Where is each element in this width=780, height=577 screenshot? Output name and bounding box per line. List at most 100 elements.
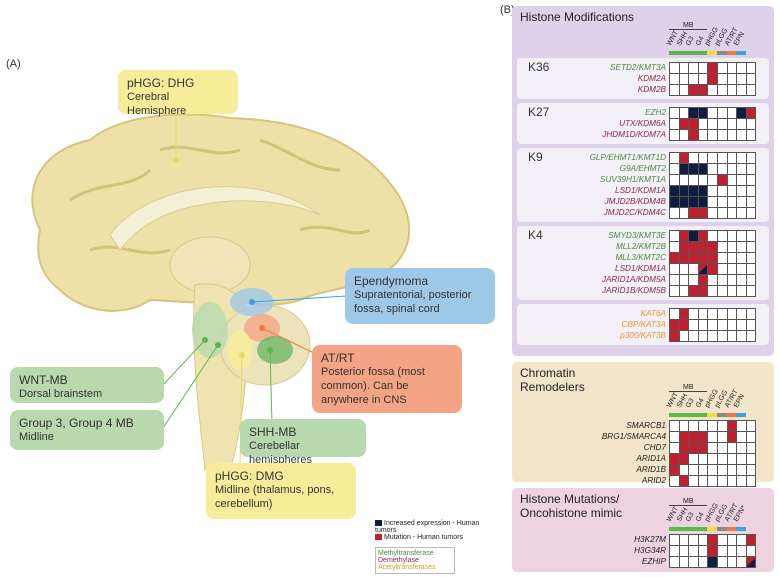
cr-cell-1-1 xyxy=(679,432,690,443)
hm-g2-cell-2-3 xyxy=(698,175,709,186)
hmu-cell-1-0 xyxy=(670,546,680,557)
hmu-cell-1-4 xyxy=(708,546,718,557)
hm-g3-cell-0-2 xyxy=(689,231,699,242)
cr-bar-1 xyxy=(678,413,689,417)
hm-g3-cell-1-2 xyxy=(689,242,699,253)
hm-g3-cell-0-4 xyxy=(708,231,718,242)
cr-cell-4-8 xyxy=(746,465,757,476)
hmu-bar-1 xyxy=(678,527,689,531)
wnt-region xyxy=(192,302,228,358)
hm-g1-cell-1-0 xyxy=(670,119,680,130)
cr-cell-5-8 xyxy=(746,476,757,487)
hm-g3-gene-4: JARID1A/KDM5A xyxy=(601,275,666,284)
brain-illustration xyxy=(31,100,411,471)
hm-bar-7 xyxy=(736,51,746,55)
hm-g1-cell-2-1 xyxy=(679,130,690,141)
hm-g4-cell-0-5 xyxy=(717,309,728,320)
hmu-cell-1-6 xyxy=(727,546,738,557)
hm-g3-cell-4-1 xyxy=(679,275,690,286)
hm-g0-cell-1-8 xyxy=(746,74,757,85)
hm-g4-cell-1-8 xyxy=(746,320,757,331)
cr-cell-3-2 xyxy=(689,454,699,465)
hm-g2-cell-1-5 xyxy=(717,164,728,175)
hm-bar-3 xyxy=(697,51,708,55)
cr-cell-3-6 xyxy=(727,454,738,465)
legend-mutation: Mutation - Human tumors xyxy=(375,534,495,541)
hmu-gene-2: EZHIP xyxy=(641,557,666,566)
cr-bar-0 xyxy=(669,413,679,417)
hm-g4-cell-2-7 xyxy=(737,331,747,342)
hm-g2-cell-0-8 xyxy=(746,153,757,164)
hm-g0-cell-2-7 xyxy=(737,85,747,96)
hm-g3-cell-4-2 xyxy=(689,275,699,286)
cr-bar-5 xyxy=(717,413,727,417)
hm-g3-cell-1-4 xyxy=(708,242,718,253)
hm-g1-cell-1-7 xyxy=(737,119,747,130)
hm-g3-cell-0-8 xyxy=(746,231,757,242)
hm-g4-cell-2-0 xyxy=(670,331,680,342)
hm-g1-cell-1-2 xyxy=(689,119,699,130)
hm-g1-cell-2-5 xyxy=(717,130,728,141)
hm-g3-cell-2-7 xyxy=(737,253,747,264)
hmu-cell-2-2 xyxy=(689,557,699,568)
cr-gene-4: ARID1B xyxy=(636,465,666,474)
hm-g3-cell-4-6 xyxy=(727,275,738,286)
hm-g2-cell-3-8 xyxy=(746,186,757,197)
hm-g1-cell-0-5 xyxy=(717,108,728,119)
cr-cell-1-7 xyxy=(737,432,747,443)
hm-g0-cell-1-4 xyxy=(708,74,718,85)
hm-g1-cell-1-6 xyxy=(727,119,738,130)
histone-mut-title: Histone Mutations/ Oncohistone mimic xyxy=(520,492,623,520)
hmu-cell-1-2 xyxy=(689,546,699,557)
hm-g1-cell-0-1 xyxy=(679,108,690,119)
hm-g2-cell-5-5 xyxy=(717,208,728,219)
cr-cell-2-8 xyxy=(746,443,757,454)
hm-g2-cell-1-4 xyxy=(708,164,718,175)
hmu-cell-2-4 xyxy=(708,557,718,568)
hm-g1-cell-0-2 xyxy=(689,108,699,119)
cr-cell-4-6 xyxy=(727,465,738,476)
hm-g2-cell-2-4 xyxy=(708,175,718,186)
hm-g2-cell-5-4 xyxy=(708,208,718,219)
cr-cell-0-8 xyxy=(746,421,757,432)
cr-gene-3: ARID1A xyxy=(636,454,666,463)
hm-g1-cell-1-5 xyxy=(717,119,728,130)
cr-bar-3 xyxy=(697,413,708,417)
cr-gene-5: ARID2 xyxy=(641,476,666,485)
cr-bar-4 xyxy=(707,413,717,417)
hm-g3-cell-5-8 xyxy=(746,286,757,297)
hm-g2-grid xyxy=(669,152,757,219)
hm-g0-cell-2-6 xyxy=(727,85,738,96)
cr-cell-1-8 xyxy=(746,432,757,443)
hm-g2-cell-5-0 xyxy=(670,208,680,219)
hm-g3-cell-3-2 xyxy=(689,264,699,275)
cr-cell-1-6 xyxy=(727,432,738,443)
hmu-gene-1: H3G34R xyxy=(634,546,666,555)
cr-cell-1-0 xyxy=(670,432,680,443)
hm-g4-cell-1-0 xyxy=(670,320,680,331)
legend-methyl: Methyltransferase xyxy=(378,550,434,557)
hmu-cell-2-3 xyxy=(698,557,709,568)
legend-demethyl: Demethylase xyxy=(378,557,419,564)
cr-cell-4-7 xyxy=(737,465,747,476)
callout-dhg: pHGG: DHG Cerebral Hemisphere xyxy=(118,70,238,117)
hm-g2-cell-0-3 xyxy=(698,153,709,164)
hm-g2-cell-0-5 xyxy=(717,153,728,164)
hm-g0-cell-0-6 xyxy=(727,63,738,74)
hm-g0-cell-1-3 xyxy=(698,74,709,85)
hm-g2-cell-0-1 xyxy=(679,153,690,164)
hm-g1-cell-0-7 xyxy=(737,108,747,119)
panel-b-label: (B) xyxy=(500,4,515,16)
cr-cell-5-3 xyxy=(698,476,709,487)
hmu-cell-1-7 xyxy=(737,546,747,557)
cr-cell-5-4 xyxy=(708,476,718,487)
cr-cell-3-1 xyxy=(679,454,690,465)
hm-g2-cell-1-8 xyxy=(746,164,757,175)
shh-region xyxy=(257,336,293,364)
cr-cell-3-5 xyxy=(717,454,728,465)
hm-g2-cell-5-8 xyxy=(746,208,757,219)
cr-cell-3-3 xyxy=(698,454,709,465)
panel-a-label: (A) xyxy=(6,58,21,70)
hm-g3-cell-2-3 xyxy=(698,253,709,264)
cr-cell-2-3 xyxy=(698,443,709,454)
